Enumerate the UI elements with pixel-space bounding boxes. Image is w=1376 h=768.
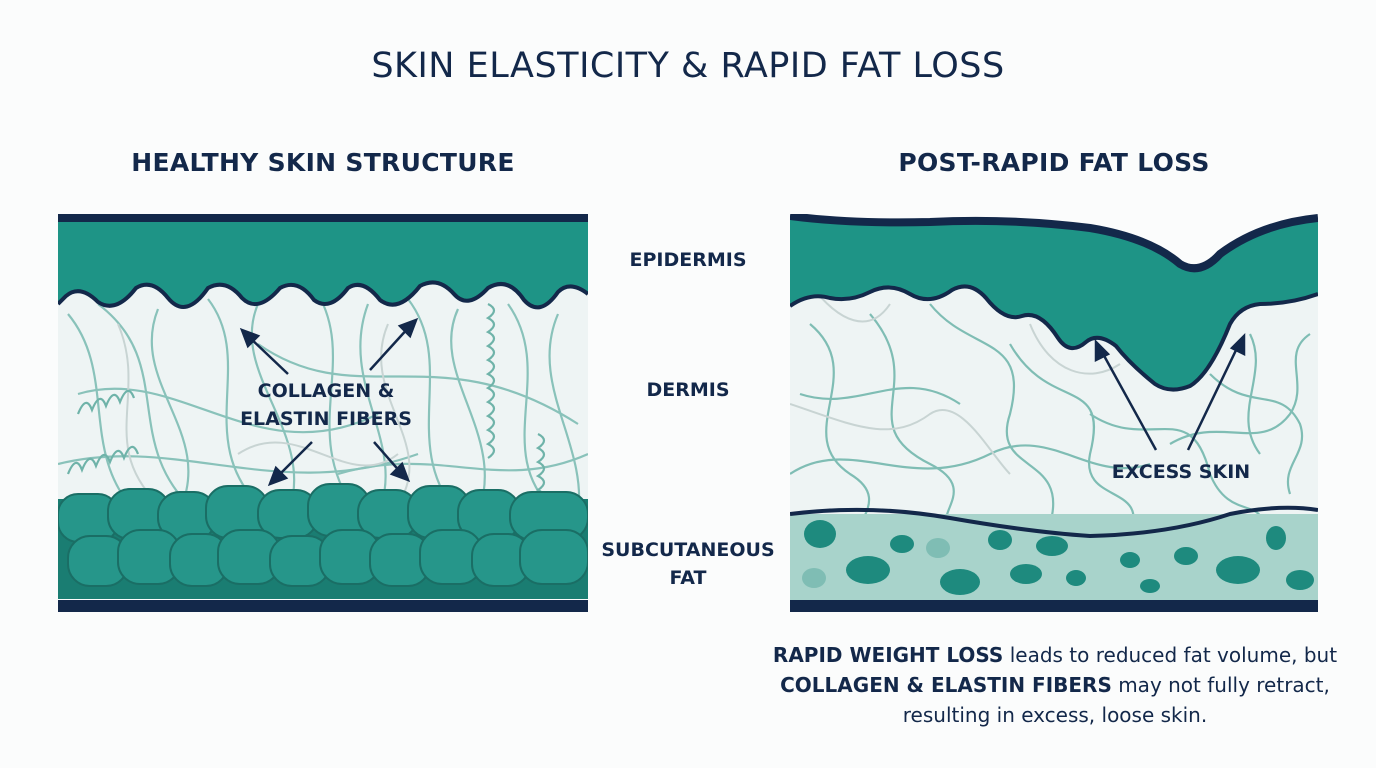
caption-text-2: may not fully retract, [1111, 673, 1330, 697]
healthy-epidermis-layer [58, 220, 588, 308]
excess-skin-callout: EXCESS SKIN [1111, 461, 1251, 483]
healthy-panel-title: HEALTHY SKIN STRUCTURE [131, 148, 515, 177]
epidermis-label: EPIDERMIS [629, 249, 747, 271]
dermis-label: DERMIS [646, 379, 730, 401]
collagen-callout-line1: COLLAGEN & [257, 380, 395, 402]
post-bottom-border [790, 600, 1318, 612]
healthy-callout-arrows [239, 317, 419, 487]
collagen-elastin-callout: COLLAGEN & ELASTIN FIBERS [216, 377, 436, 433]
healthy-grey-fibers [117, 323, 411, 505]
subcutaneous-fat-label: SUBCUTANEOUS FAT [578, 536, 798, 592]
caption-text-3: resulting in excess, loose skin. [902, 703, 1208, 727]
post-fat-loss-diagram [790, 214, 1318, 612]
post-epidermis-layer [790, 216, 1318, 390]
subcutaneous-label-line2: FAT [669, 567, 707, 589]
post-fat-cells [804, 520, 1314, 595]
healthy-skin-diagram [58, 214, 588, 612]
caption-text-1: leads to reduced fat volume, but [1003, 643, 1338, 667]
caption-bold-1: RAPID WEIGHT LOSS [772, 643, 1004, 667]
collagen-callout-line2: ELASTIN FIBERS [240, 408, 412, 430]
caption: RAPID WEIGHT LOSS leads to reduced fat v… [770, 640, 1340, 730]
post-fat-cells-pale [802, 538, 950, 588]
healthy-bottom-border [58, 600, 588, 612]
caption-bold-2: COLLAGEN & ELASTIN FIBERS [780, 673, 1112, 697]
post-callout-arrows [1094, 332, 1246, 451]
healthy-fat-cells [58, 483, 588, 587]
page-title: SKIN ELASTICITY & RAPID FAT LOSS [371, 46, 1005, 86]
post-panel-title: POST-RAPID FAT LOSS [898, 148, 1210, 177]
healthy-top-border [58, 214, 588, 222]
subcutaneous-label-line1: SUBCUTANEOUS [601, 539, 775, 561]
